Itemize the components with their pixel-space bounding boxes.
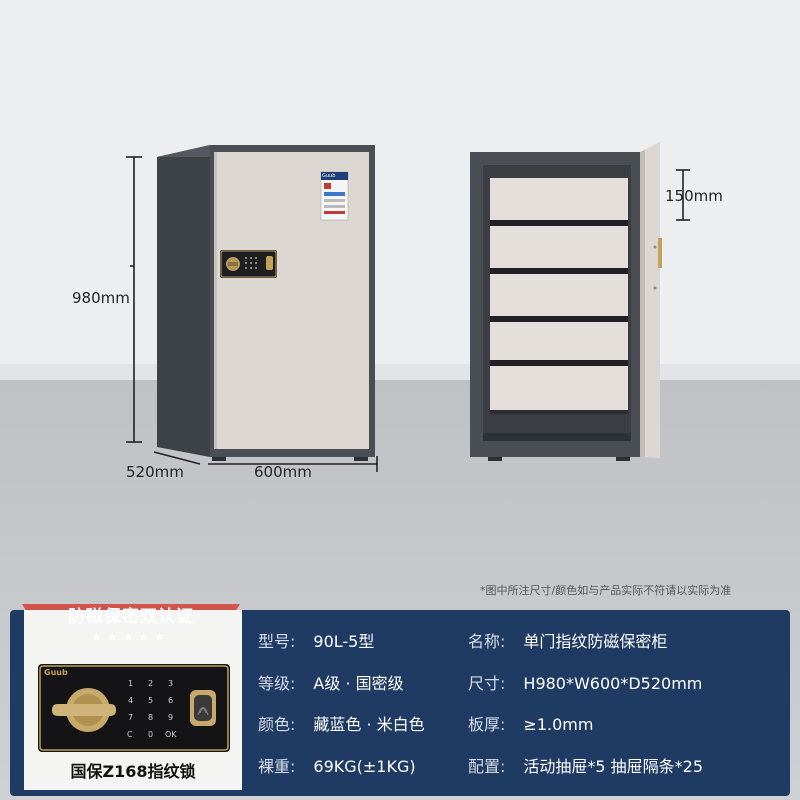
svg-text:5: 5 <box>148 696 153 705</box>
svg-text:OK: OK <box>165 730 177 739</box>
svg-text:3: 3 <box>168 679 173 688</box>
badge-stars: ★★★★★ <box>91 630 171 643</box>
certification-badge-title: 防磁保密双认证 <box>68 607 194 627</box>
svg-text:2: 2 <box>148 679 153 688</box>
wall <box>0 0 800 368</box>
dimension-lines <box>126 156 690 472</box>
svg-text:8: 8 <box>148 713 153 722</box>
height-dimension-label: 980mm <box>72 289 130 307</box>
svg-text:9: 9 <box>168 713 173 722</box>
label-brand-tag: Guub <box>322 173 336 179</box>
width-dimension-label: 600mm <box>254 463 312 481</box>
svg-text:0: 0 <box>148 730 153 739</box>
fingerprint-lock-icon: 1 2 3 4 5 6 7 8 9 C 0 OK <box>38 664 230 752</box>
spec-configuration: 配置:活动抽屉*5 抽屉隔条*25 <box>468 757 704 776</box>
spec-thickness: 板厚:≥1.0mm <box>468 715 594 734</box>
spec-name: 名称:单门指纹防磁保密柜 <box>468 632 668 651</box>
spec-color: 颜色:藏蓝色 · 米白色 <box>258 715 425 734</box>
door-lock <box>220 250 277 278</box>
spec-size: 尺寸:H980*W600*D520mm <box>468 674 703 693</box>
open-cabinet <box>470 142 662 461</box>
closed-cabinet <box>157 145 375 461</box>
svg-text:C: C <box>127 730 133 739</box>
svg-text:6: 6 <box>168 696 173 705</box>
lock-image-box: 1 2 3 4 5 6 7 8 9 C 0 OK Guub <box>24 610 242 790</box>
svg-text:4: 4 <box>128 696 133 705</box>
spec-model: 型号:90L-5型 <box>258 632 375 651</box>
spec-grade: 等级:A级 · 国密级 <box>258 674 404 693</box>
depth-dimension-label: 520mm <box>126 463 184 481</box>
svg-text:7: 7 <box>128 713 133 722</box>
lock-brand-label: Guub <box>44 668 68 677</box>
spec-weight: 裸重:69KG(±1KG) <box>258 757 416 776</box>
baseboard <box>0 364 800 380</box>
lock-caption: 国保Z168指纹锁 <box>70 762 196 781</box>
drawer-stack <box>490 178 628 414</box>
disclaimer-note: *图中所注尺寸/颜色如与产品实际不符请以实际为准 <box>480 584 732 597</box>
drawer-gap-dimension-label: 150mm <box>665 187 723 205</box>
svg-text:1: 1 <box>128 679 133 688</box>
